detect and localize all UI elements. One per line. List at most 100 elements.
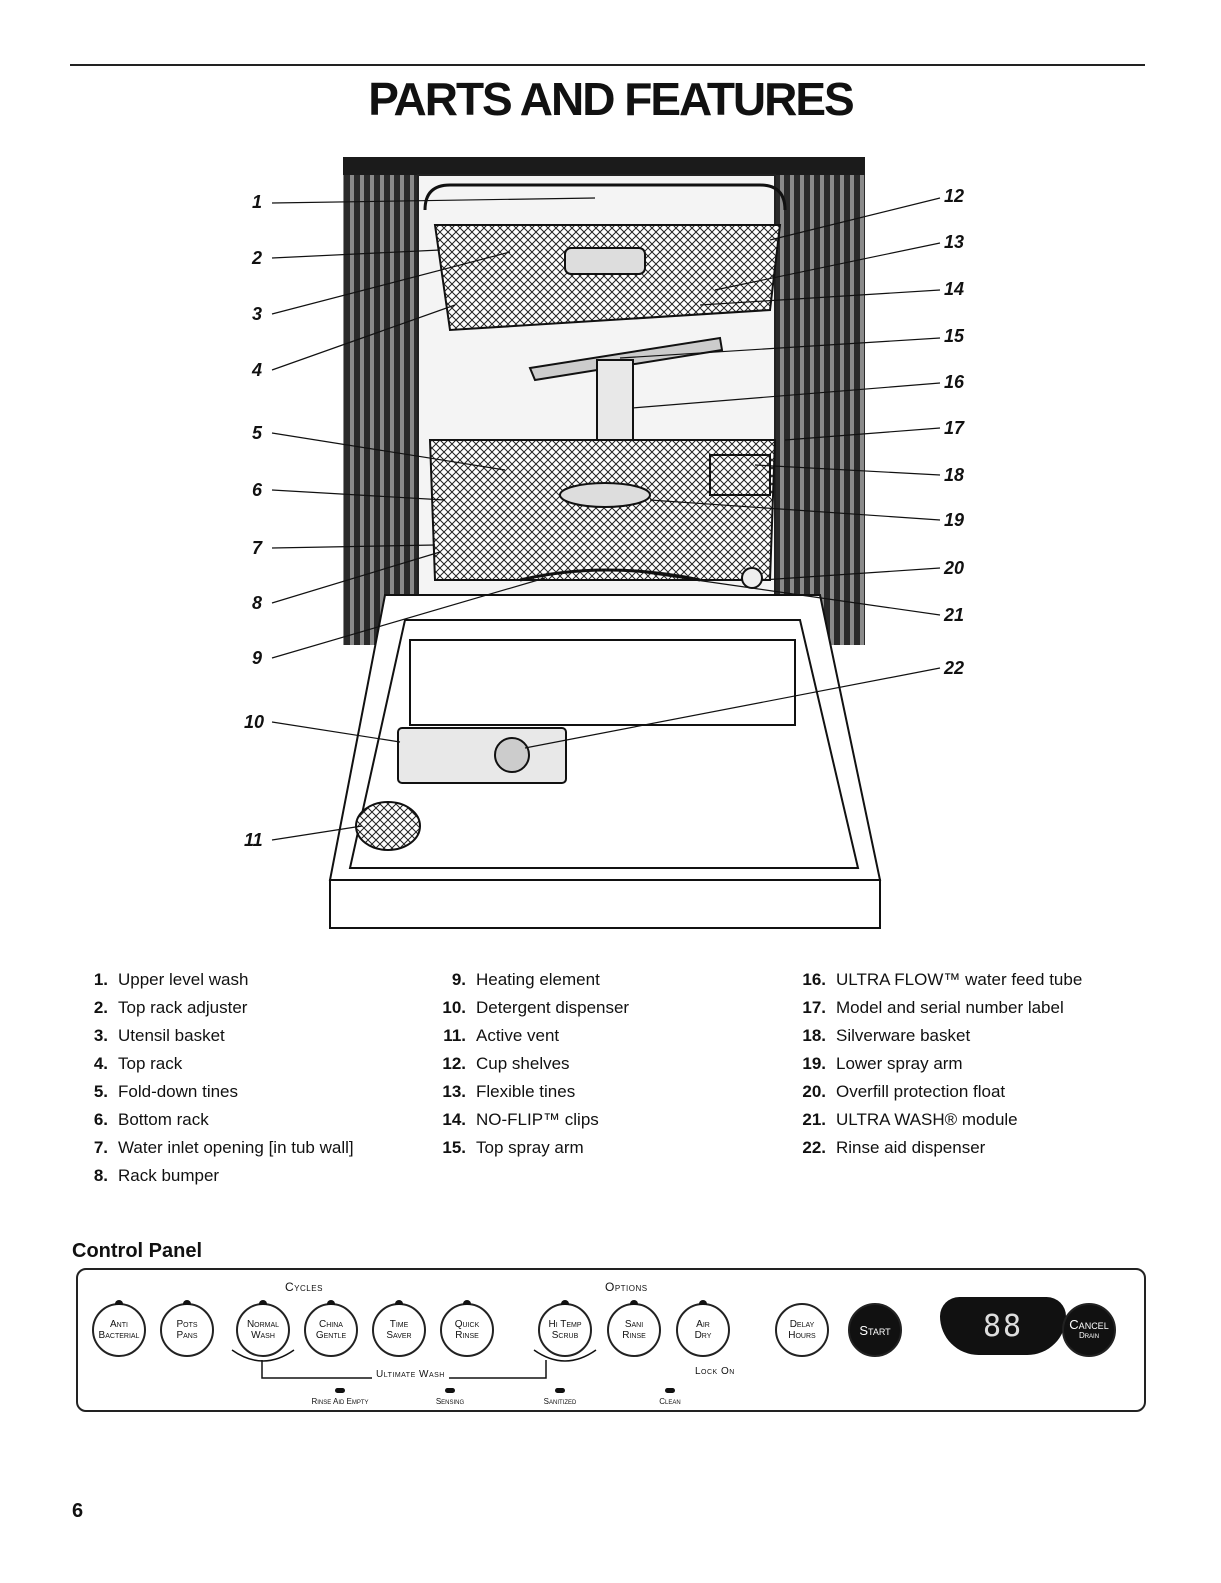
- legend-item: 15.Top spray arm: [442, 1138, 584, 1157]
- sensing-indicator: Sensing: [405, 1388, 495, 1406]
- legend-item: 14.NO-FLIP™ clips: [442, 1110, 599, 1129]
- legend-item: 13.Flexible tines: [442, 1082, 576, 1101]
- callout-9: 9: [252, 648, 263, 668]
- rinse-aid-cap: [494, 737, 530, 773]
- callout-19: 19: [944, 510, 965, 530]
- cycles-label: Cycles: [285, 1280, 323, 1294]
- lock-on-label: Lock On: [695, 1366, 735, 1377]
- callout-2: 2: [252, 248, 263, 268]
- callout-6: 6: [252, 480, 263, 500]
- door-inner: [348, 619, 860, 869]
- legend-item: 19.Lower spray arm: [802, 1054, 963, 1073]
- led-indicator: [463, 1300, 471, 1305]
- legend-item: 7.Water inlet opening [in tub wall]: [93, 1138, 354, 1157]
- legend-item: 8.Rack bumper: [93, 1166, 220, 1185]
- callout-11: 11: [244, 830, 263, 850]
- legend-item: 1.Upper level wash: [93, 970, 249, 989]
- legend-column-2: 9.Heating element 10.Detergent dispenser…: [430, 966, 629, 1162]
- sanitized-indicator: Sanitized: [515, 1388, 605, 1406]
- callout-16: 16: [944, 372, 965, 392]
- control-panel-heading: Control Panel: [72, 1240, 203, 1262]
- callout-5: 5: [252, 423, 263, 443]
- legend-item: 21.ULTRA WASH® module: [802, 1110, 1018, 1129]
- legend-item: 4.Top rack: [93, 1054, 183, 1073]
- door-base: [329, 879, 881, 929]
- legend-item: 9.Heating element: [451, 970, 600, 989]
- indicator-light: [335, 1388, 345, 1393]
- led-indicator: [561, 1300, 569, 1305]
- page-title: PARTS AND FEATURES: [368, 73, 855, 125]
- options-label: Options: [605, 1280, 648, 1294]
- cabinet-top: [343, 157, 865, 175]
- legend-item: 18.Silverware basket: [802, 1026, 971, 1045]
- lower-spray-arm: [559, 482, 651, 508]
- legend-item: 5.Fold-down tines: [93, 1082, 239, 1101]
- callout-1: 1: [252, 192, 263, 212]
- tub-wall-right: [775, 175, 865, 645]
- silverware-basket: [709, 454, 771, 496]
- top-rule: [70, 64, 1145, 66]
- control-panel: [76, 1268, 1146, 1412]
- upper-rack: [433, 224, 782, 332]
- callout-18: 18: [944, 465, 965, 485]
- callout-22: 22: [944, 658, 965, 678]
- dishwasher-diagram: [271, 157, 941, 929]
- legend-column-3: 16.ULTRA FLOW™ water feed tube 17.Model …: [790, 966, 1082, 1162]
- led-indicator: [395, 1300, 403, 1305]
- tub-arch: [423, 183, 787, 211]
- indicator-light: [665, 1388, 675, 1393]
- callout-15: 15: [944, 326, 965, 346]
- rinse-aid-empty-indicator: Rinse Aid Empty: [295, 1388, 385, 1406]
- callout-3: 3: [252, 304, 263, 324]
- ultimate-wash-label: Ultimate Wash: [372, 1369, 449, 1380]
- legend-item: 6.Bottom rack: [93, 1110, 209, 1129]
- led-indicator: [115, 1300, 123, 1305]
- callout-21: 21: [944, 605, 965, 625]
- legend-item: 22.Rinse aid dispenser: [802, 1138, 986, 1157]
- callout-17: 17: [944, 418, 965, 438]
- legend-column-1: 1.Upper level wash 2.Top rack adjuster 3…: [72, 966, 354, 1190]
- legend-item: 17.Model and serial number label: [802, 998, 1064, 1017]
- upper-level-wash: [564, 247, 646, 275]
- callout-13: 13: [944, 232, 965, 252]
- legend-item: 16.ULTRA FLOW™ water feed tube: [802, 970, 1083, 989]
- legend-item: 10.Detergent dispenser: [442, 998, 630, 1017]
- led-indicator: [259, 1300, 267, 1305]
- start-button[interactable]: Start: [848, 1303, 902, 1357]
- callout-10: 10: [244, 712, 265, 732]
- callout-20: 20: [944, 558, 965, 578]
- page-number: 6: [72, 1500, 84, 1522]
- heating-element: [519, 568, 701, 582]
- callout-8: 8: [252, 593, 263, 613]
- led-indicator: [630, 1300, 638, 1305]
- digital-display: 88: [940, 1297, 1066, 1355]
- callout-7: 7: [252, 538, 263, 558]
- legend-item: 12.Cup shelves: [442, 1054, 570, 1073]
- legend-item: 11.Active vent: [443, 1026, 560, 1045]
- led-indicator: [699, 1300, 707, 1305]
- indicator-light: [555, 1388, 565, 1393]
- callout-4: 4: [252, 360, 263, 380]
- legend-item: 20.Overfill protection float: [802, 1082, 1006, 1101]
- callout-12: 12: [944, 186, 965, 206]
- indicator-light: [445, 1388, 455, 1393]
- leader-lines: [271, 197, 941, 841]
- legend-item: 3.Utensil basket: [93, 1026, 225, 1045]
- clean-indicator: Clean: [625, 1388, 715, 1406]
- led-indicator: [327, 1300, 335, 1305]
- door-recess: [409, 639, 796, 726]
- callout-14: 14: [944, 279, 965, 299]
- led-indicator: [183, 1300, 191, 1305]
